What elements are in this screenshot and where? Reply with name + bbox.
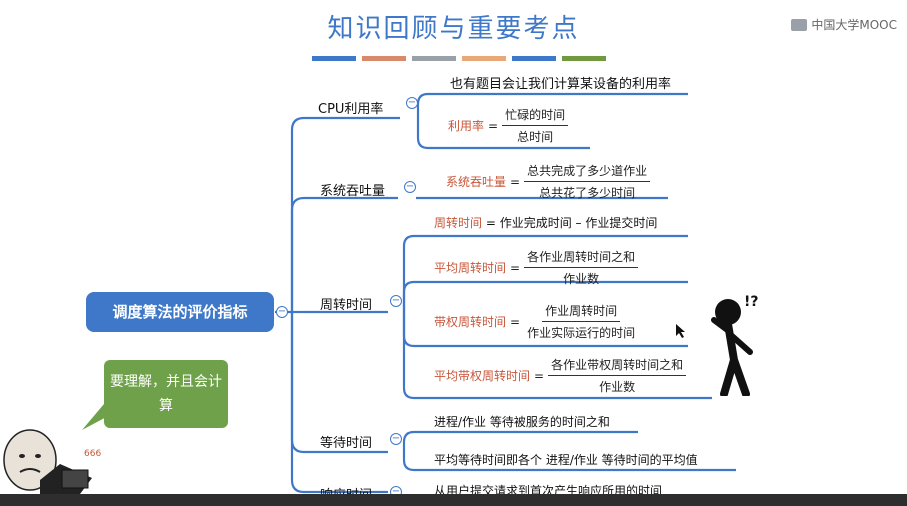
weighted-turnaround-formula: 带权周转时间 = 作业周转时间 作业实际运行的时间 [434,302,638,341]
taskbar [0,494,907,506]
brand-logo: 中国大学MOOC [791,16,897,33]
collapse-throughput-icon[interactable]: − [404,181,416,193]
mouse-cursor-icon [676,324,685,338]
throughput-formula: 系统吞吐量 = 总共完成了多少道作业 总共花了多少时间 [446,162,651,201]
formula-numerator: 各作业带权周转时间之和 [548,356,687,376]
collapse-waiting-icon[interactable]: − [390,433,402,445]
formula-name: 利用率 [448,119,485,133]
formula-denominator: 作业数 [563,272,600,286]
branch-waiting-time: 等待时间 [320,436,373,451]
formula-numerator: 忙碌的时间 [502,106,569,126]
calc-text: 666 [84,449,101,459]
meme-character-icon: 666 [3,429,101,494]
title-bar-5 [512,56,556,61]
formula-numerator: 各作业周转时间之和 [524,248,639,268]
formula-denominator: 作业数 [599,380,636,394]
cpu-formula: 利用率 = 忙碌的时间 总时间 [448,106,569,145]
turnaround-expression: = 作业完成时间 – 作业提交时间 [482,216,658,230]
avg-waiting-definition: 平均等待时间即各个 进程/作业 等待时间的平均值 [434,453,698,467]
title-bar-6 [562,56,606,61]
title-bar-2 [362,56,406,61]
waiting-definition: 进程/作业 等待被服务的时间之和 [434,415,610,429]
collapse-cpu-icon[interactable]: − [406,97,418,109]
formula-eq: = [534,368,545,383]
bubble-tail [82,404,112,430]
cpu-note: 也有题目会让我们计算某设备的利用率 [450,77,672,92]
title-bar-3 [412,56,456,61]
branch-cpu-utilization: CPU利用率 [318,102,384,117]
formula-eq: = [510,260,521,275]
title-bar-4 [462,56,506,61]
root-node: 调度算法的评价指标 [86,292,274,332]
exclaim-question-text: !? [744,294,759,310]
branch-turnaround-time: 周转时间 [320,298,373,313]
avg-turnaround-formula: 平均周转时间 = 各作业周转时间之和 作业数 [434,248,639,287]
formula-name: 系统吞吐量 [446,175,507,189]
formula-eq: = [510,174,521,189]
formula-denominator: 总时间 [517,130,554,144]
page-title: 知识回顾与重要考点 [327,14,580,44]
formula-eq: = [488,118,499,133]
formula-denominator: 总共花了多少时间 [539,186,636,200]
avg-weighted-turnaround-formula: 平均带权周转时间 = 各作业带权周转时间之和 作业数 [434,356,687,395]
turnaround-definition: 周转时间 = 作业完成时间 – 作业提交时间 [434,214,657,231]
formula-eq: = [510,314,521,329]
brand-text: 中国大学MOOC [811,18,897,32]
branch-throughput: 系统吞吐量 [320,184,386,199]
formula-name: 平均带权周转时间 [434,369,531,383]
term-turnaround: 周转时间 [434,216,483,230]
formula-numerator: 总共完成了多少道作业 [524,162,651,182]
speech-bubble: 要理解，并且会计算 [104,360,228,428]
collapse-root-icon[interactable]: − [276,306,288,318]
title-bar-1 [312,56,356,61]
collapse-turnaround-icon[interactable]: − [390,295,402,307]
formula-denominator: 作业实际运行的时间 [527,326,636,340]
confused-figure-icon: !? [711,294,759,396]
formula-name: 带权周转时间 [434,315,507,329]
formula-numerator: 作业周转时间 [542,302,621,322]
formula-name: 平均周转时间 [434,261,507,275]
mooc-logo-icon [791,18,808,31]
